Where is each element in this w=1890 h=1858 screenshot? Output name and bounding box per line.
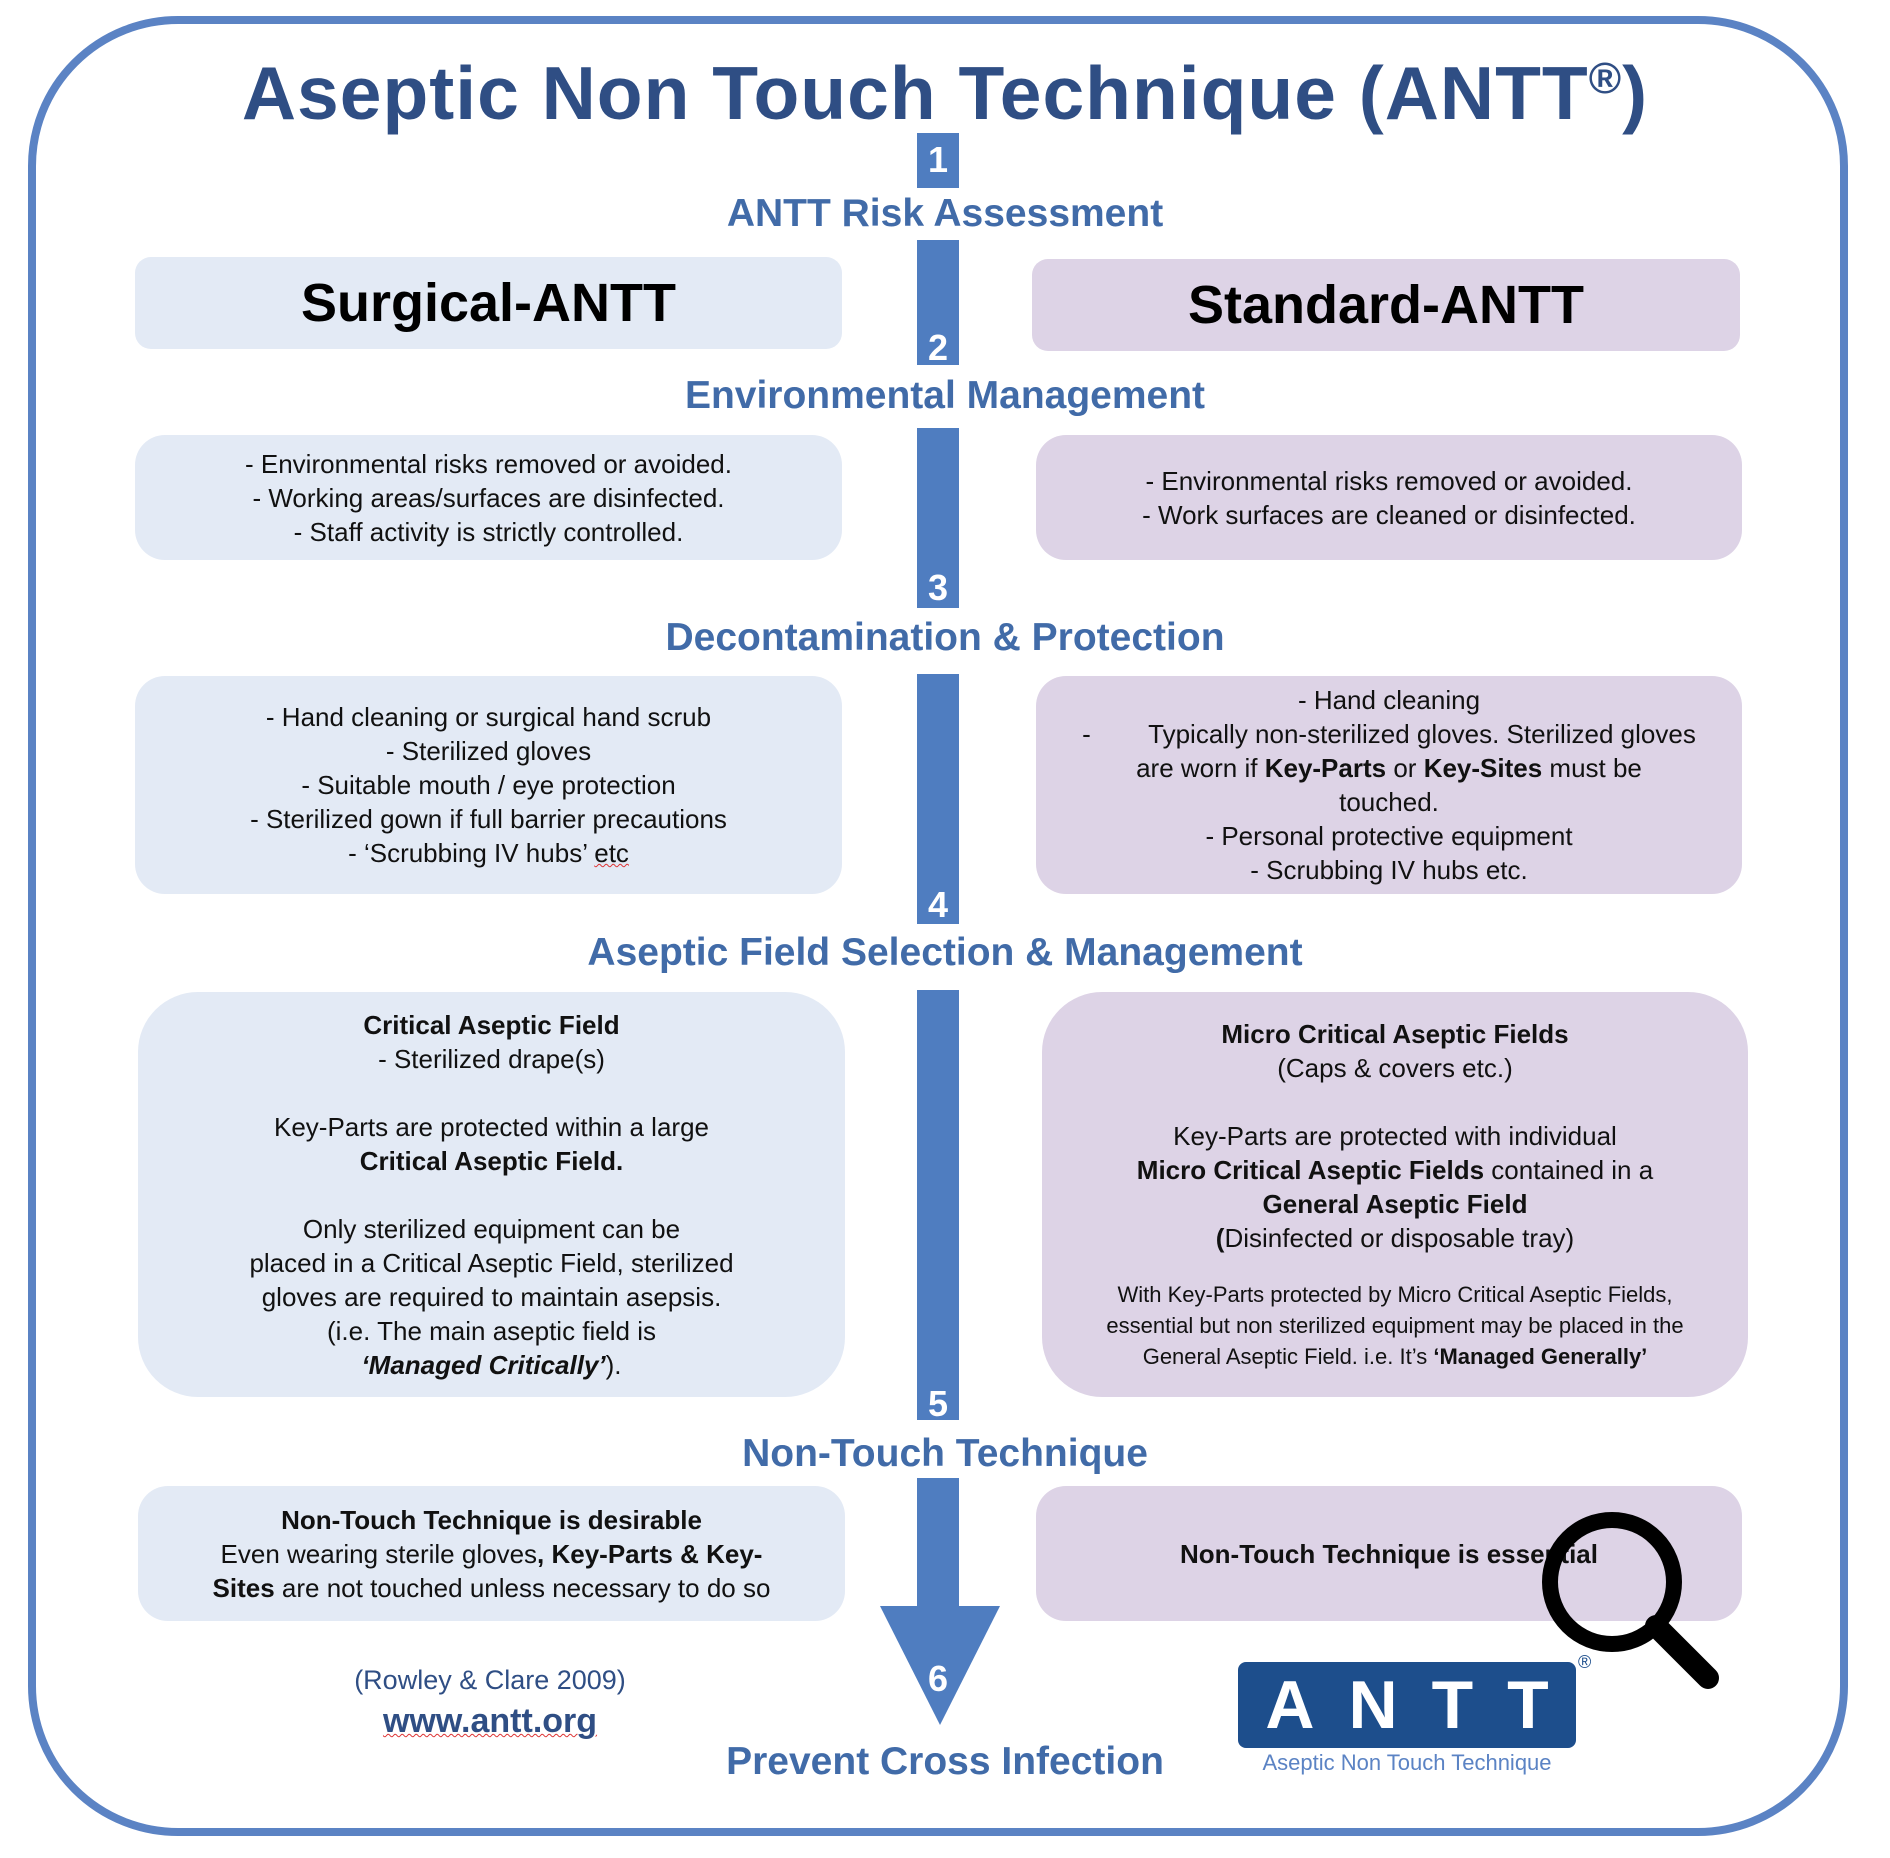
- step-number-3: 3: [927, 567, 949, 608]
- arrow-seg-6: [917, 1478, 959, 1606]
- heading-environmental: Environmental Management: [684, 374, 1206, 417]
- arrow-seg-5: [917, 990, 959, 1420]
- page-title: Aseptic Non Touch Technique (ANTT®): [241, 51, 1649, 135]
- list-item: - Environmental risks removed or avoided…: [1145, 465, 1633, 496]
- text-line: placed in a Critical Aseptic Field, ster…: [249, 1247, 734, 1278]
- arrow-seg-4: [917, 674, 959, 924]
- list-item: - Hand cleaning or surgical hand scrub: [265, 702, 712, 732]
- list-item: touched.: [1339, 787, 1439, 817]
- surgical-non-touch-box: Non-Touch Technique is desirable Even we…: [138, 1486, 845, 1621]
- list-item: - ‘Scrubbing IV hubs’ etc: [348, 838, 629, 868]
- box-heading: Critical Aseptic Field: [363, 1009, 620, 1040]
- text-line: Sites are not touched unless necessary t…: [212, 1572, 771, 1603]
- list-item: - Sterilized drape(s): [378, 1043, 605, 1074]
- text-line: General Aseptic Field. i.e. It’s ‘Manage…: [1142, 1344, 1648, 1369]
- surgical-antt-header: Surgical-ANTT: [135, 257, 842, 349]
- standard-decontamination-box: - Hand cleaning - Typically non-steriliz…: [1036, 676, 1742, 894]
- text-line: (Disinfected or disposable tray): [1215, 1223, 1575, 1253]
- list-item: - Sterilized gloves: [385, 736, 592, 766]
- box-heading: Non-Touch Technique is essential: [1180, 1538, 1598, 1569]
- text-line: Key-Parts are protected within a large: [274, 1111, 709, 1142]
- arrow-head: [880, 1606, 1000, 1725]
- text-line: gloves are required to maintain asepsis.: [261, 1281, 722, 1312]
- citation: (Rowley & Clare 2009): [354, 1665, 626, 1695]
- list-item: - Scrubbing IV hubs etc.: [1250, 855, 1528, 885]
- text-line: essential but non sterilized equipment m…: [1106, 1313, 1684, 1338]
- step-number-5: 5: [927, 1383, 949, 1424]
- text-line: Key-Parts are protected with individual: [1173, 1121, 1617, 1151]
- step-number-6: 6: [927, 1658, 949, 1699]
- text-line: Only sterilized equipment can be: [302, 1213, 681, 1244]
- text-line: (i.e. The main aseptic field is: [327, 1315, 656, 1346]
- list-item: - Personal protective equipment: [1205, 821, 1573, 851]
- heading-non-touch: Non-Touch Technique: [742, 1432, 1148, 1475]
- heading-risk-assessment: ANTT Risk Assessment: [726, 192, 1164, 235]
- outer-frame: [28, 16, 1848, 1836]
- list-item: - Working areas/surfaces are disinfected…: [252, 482, 725, 513]
- surgical-aseptic-field-box: Critical Aseptic Field - Sterilized drap…: [138, 992, 845, 1397]
- list-item: - Typically non-sterilized gloves. Steri…: [1082, 719, 1696, 749]
- arrow-seg-3: [917, 428, 959, 608]
- box-heading: Non-Touch Technique is desirable: [281, 1504, 702, 1535]
- text-line: Critical Aseptic Field.: [359, 1145, 624, 1176]
- heading-prevent-infection: Prevent Cross Infection: [726, 1740, 1164, 1783]
- heading-aseptic-field: Aseptic Field Selection & Management: [587, 931, 1303, 974]
- step-number-4: 4: [927, 884, 949, 925]
- step-number-2: 2: [927, 327, 949, 368]
- list-item: - Sterilized gown if full barrier precau…: [250, 804, 727, 834]
- heading-decontamination: Decontamination & Protection: [665, 616, 1225, 659]
- standard-aseptic-field-box: Micro Critical Aseptic Fields (Caps & co…: [1042, 992, 1748, 1397]
- box-heading: Micro Critical Aseptic Fields: [1221, 1019, 1569, 1049]
- logo-subtitle: Aseptic Non Touch Technique: [1262, 1750, 1552, 1775]
- standard-environmental-box: - Environmental risks removed or avoided…: [1036, 435, 1742, 560]
- website-link[interactable]: www.antt.org: [382, 1702, 598, 1740]
- step-number-1: 1: [927, 139, 949, 180]
- antt-logo: ANTT: [1238, 1662, 1576, 1748]
- list-item: - Environmental risks removed or avoided…: [245, 448, 732, 479]
- list-item: - Suitable mouth / eye protection: [301, 770, 676, 800]
- surgical-decontamination-box: - Hand cleaning or surgical hand scrub -…: [135, 676, 842, 894]
- text-line: ‘Managed Critically’).: [361, 1349, 622, 1380]
- text-line: (Caps & covers etc.): [1277, 1053, 1513, 1083]
- standard-antt-header: Standard-ANTT: [1032, 259, 1740, 351]
- standard-non-touch-box: Non-Touch Technique is essential: [1036, 1486, 1742, 1621]
- list-item: - Hand cleaning: [1297, 685, 1481, 715]
- text-line: General Aseptic Field: [1262, 1189, 1528, 1219]
- magnifier-icon[interactable]: [1530, 1500, 1730, 1700]
- list-item: - Work surfaces are cleaned or disinfect…: [1142, 499, 1636, 530]
- surgical-environmental-box: - Environmental risks removed or avoided…: [135, 435, 842, 560]
- list-item: are worn if Key-Parts or Key-Sites must …: [1136, 753, 1642, 783]
- text-line: Even wearing sterile gloves, Key-Parts &…: [220, 1538, 763, 1569]
- text-line: With Key-Parts protected by Micro Critic…: [1117, 1282, 1673, 1307]
- arrow-seg-2: [917, 240, 959, 365]
- arrow-seg-1: [917, 133, 959, 188]
- list-item: - Staff activity is strictly controlled.: [293, 516, 684, 547]
- logo-registered-mark: ®: [1578, 1652, 1592, 1672]
- text-line: Micro Critical Aseptic Fields contained …: [1136, 1155, 1654, 1185]
